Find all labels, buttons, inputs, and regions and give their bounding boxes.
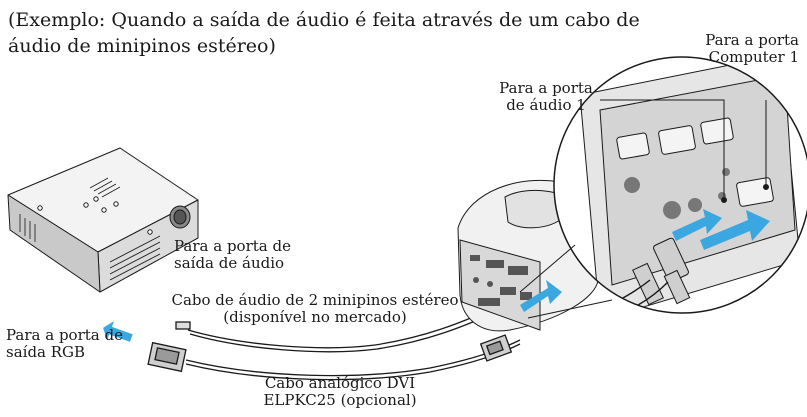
label-audio-cable-line-2: (disponível no mercado) <box>223 308 407 327</box>
label-dvi-cable-line-2: ELPKC25 (opcional) <box>263 391 417 410</box>
label-audio-port: Para a porta de áudio 1 <box>484 79 608 115</box>
label-audio-out-line-1: Para a porta de <box>174 237 291 255</box>
label-audio-port-line-2: de áudio 1 <box>506 96 586 115</box>
dvi-cable <box>147 334 521 381</box>
label-audio-port-line-1: Para a porta <box>499 79 593 97</box>
label-dvi-cable-line-1: Cabo analógico DVI <box>264 374 416 392</box>
label-dvi-cable: Cabo analógico DVI ELPKC25 (opcional) <box>225 374 455 410</box>
label-audio-out: Para a porta de saída de áudio <box>174 237 291 273</box>
arrows <box>103 280 562 342</box>
caption: (Exemplo: Quando a saída de áudio é feit… <box>8 8 640 59</box>
leader-lines <box>600 99 769 203</box>
label-rgb-out-line-2: saída RGB <box>6 343 86 362</box>
caption-line-1: (Exemplo: Quando a saída de áudio é feit… <box>8 9 640 31</box>
label-audio-out-line-2: saída de áudio <box>174 254 285 273</box>
caption-line-2: áudio de minipinos estéreo) <box>8 34 276 57</box>
label-computer-port: Para a porta Computer 1 <box>705 31 799 67</box>
label-audio-cable-line-1: Cabo de áudio de 2 minipinos estéreo <box>171 291 459 309</box>
label-computer-port-line-1: Para a porta <box>705 31 799 49</box>
label-rgb-out: Para a porta de saída RGB <box>6 326 123 362</box>
computer-device <box>7 147 199 293</box>
label-audio-cable: Cabo de áudio de 2 minipinos estéreo (di… <box>135 291 495 327</box>
zoom-callout <box>519 56 807 319</box>
label-computer-port-line-2: Computer 1 <box>708 48 799 67</box>
label-rgb-out-line-1: Para a porta de <box>6 326 123 344</box>
